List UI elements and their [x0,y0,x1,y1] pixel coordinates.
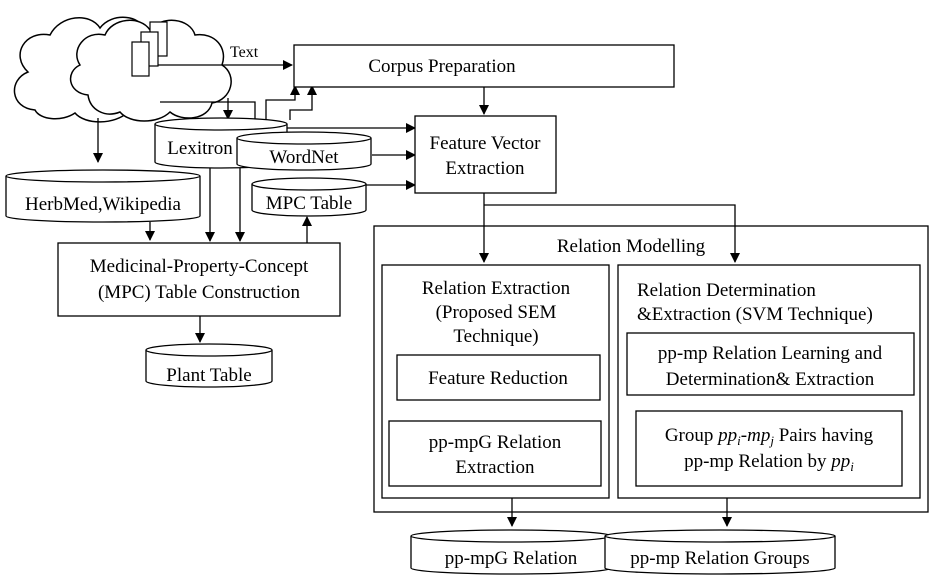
plant-table-datastore: Plant Table [145,343,273,388]
ppmpg-relation-extraction-line2: Extraction [455,457,535,478]
corpus-preparation-label: Corpus Preparation [368,56,516,77]
relation-extraction-sem-line3: Technique) [453,326,538,347]
ppmpg-relation-label: pp-mpG Relation [445,548,578,569]
herbmed-wikipedia-datastore: HerbMed,Wikipedia [5,169,201,223]
ppmp-relation-groups-label: pp-mp Relation Groups [630,548,809,569]
mpc-table-datastore: MPC Table [251,177,367,217]
mpc-table-construction-line2: (MPC) Table Construction [98,282,301,303]
relation-determination-svm-line2: &Extraction (SVM Technique) [637,304,873,325]
feature-vector-extraction-line2: Extraction [445,158,525,179]
group-pairs-line1: Group ppi-mpj Pairs having [665,425,874,448]
ppmpg-relation-extraction-line1: pp-mpG Relation [429,432,562,453]
ppmp-relation-learning-line1: pp-mp Relation Learning and [658,343,883,364]
mpc-table-label: MPC Table [266,193,352,214]
relation-extraction-sem-line2: (Proposed SEM [436,302,557,323]
mpc-table-construction-line1: Medicinal-Property-Concept [90,256,309,277]
lexitron-label: Lexitron [167,138,233,159]
group-pairs-node: Group ppi-mpj Pairs having pp-mp Relatio… [635,410,903,487]
plant-table-label: Plant Table [166,365,251,386]
relation-modelling-label: Relation Modelling [557,236,706,257]
group-pairs-line2: pp-mp Relation by ppi [684,451,854,474]
wordnet-label: WordNet [269,147,339,168]
corpus-preparation-node: Corpus Preparation [293,44,675,88]
mpc-table-construction-node: Medicinal-Property-Concept (MPC) Table C… [57,242,341,317]
web-cloud-icon [13,16,232,123]
ppmpg-relation-datastore: pp-mpG Relation [410,529,612,575]
relation-determination-svm-line1: Relation Determination [637,280,816,301]
ppmp-relation-learning-line2: Determination& Extraction [666,369,875,390]
relation-modelling-container: Relation Modelling [373,225,929,513]
relation-extraction-sem-line1: Relation Extraction [422,278,571,299]
feature-reduction-node: Feature Reduction [396,354,601,401]
herbmed-wikipedia-label: HerbMed,Wikipedia [25,194,182,215]
ppmp-relation-learning-node: pp-mp Relation Learning and Determinatio… [626,332,915,396]
feature-vector-extraction-line1: Feature Vector [430,133,542,154]
wordnet-datastore: WordNet [236,131,372,171]
edge-wordnet-to-corpus [289,85,317,120]
feature-reduction-label: Feature Reduction [428,368,568,389]
ppmpg-relation-extraction-node: pp-mpG Relation Extraction [388,420,602,487]
edge-lexitron-to-corpus [265,85,300,124]
ppmp-relation-groups-datastore: pp-mp Relation Groups [604,529,836,575]
edge-feature-to-reldet [484,204,740,263]
edge-label-text: Text [230,44,259,61]
feature-vector-extraction-node: Feature Vector Extraction [414,115,557,194]
